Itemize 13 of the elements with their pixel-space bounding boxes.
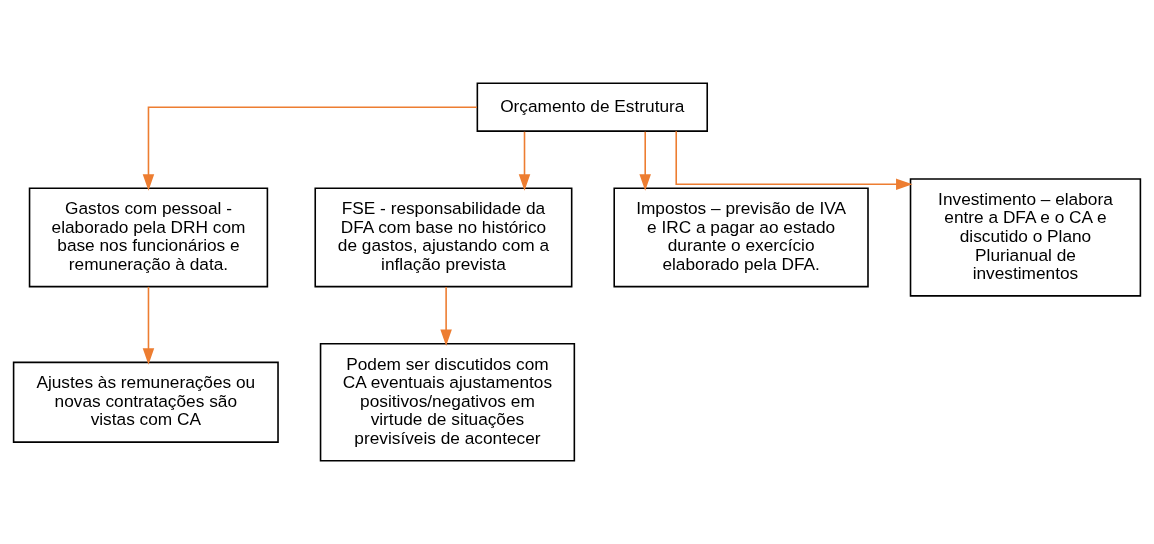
node-box: FSE - responsabilidade da DFA com base no histórico de gastos, ajustando com a inflação prevista <box>314 187 573 288</box>
arrow <box>142 286 155 365</box>
arrow <box>675 130 913 191</box>
node-box: Gastos com pessoal - elaborado pela DRH com base nos funcionários e remuneração à data. <box>28 187 269 288</box>
arrow <box>639 130 651 191</box>
node-box: Impostos – previsão de IVA e IRC a pagar ao estado durante o exercício elaborado pela DFA. <box>613 187 869 288</box>
node-box: Investimento – elabora entre a DFA e o CA e discutido o Plano Plurianual de investimentos <box>909 178 1142 297</box>
node-box: Ajustes às remunerações ou novas contratações são vistas com CA <box>12 361 279 443</box>
arrow <box>518 130 531 191</box>
node-box: Podem ser discutidos com CA eventuais ajustamentos positivos/negativos em virtude de situações previsíveis de acontecer <box>319 342 576 462</box>
arrow <box>440 286 452 346</box>
node-box: Orçamento de Estrutura <box>476 82 708 132</box>
arrow <box>142 106 478 191</box>
